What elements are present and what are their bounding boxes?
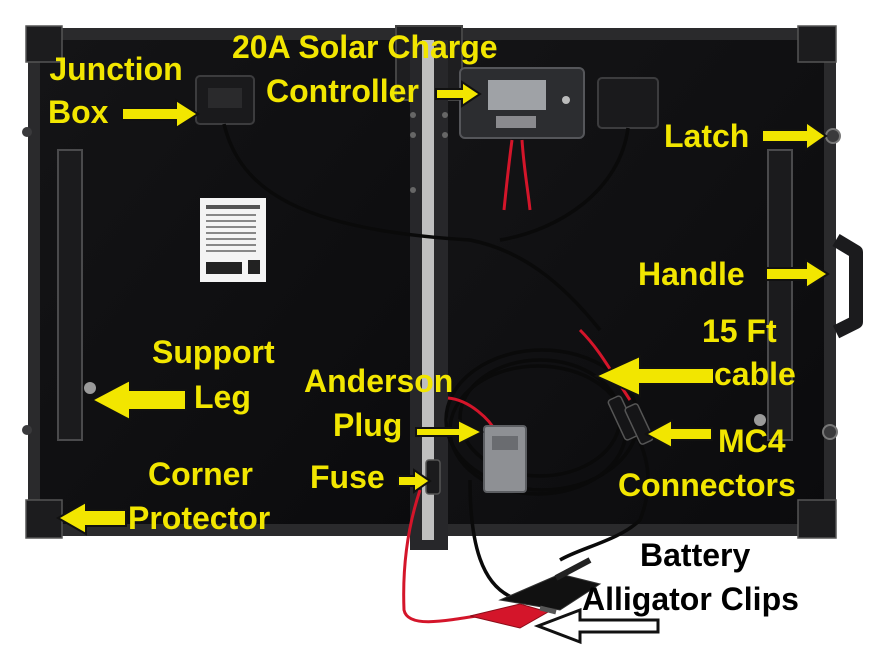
label-support-leg-line1: Support [152, 334, 275, 370]
label-controller-line1: 20A Solar Charge [232, 29, 498, 65]
label-mc4-line1: MC4 [718, 423, 786, 459]
label-anderson-plug-line2: Plug [333, 407, 403, 443]
arrow-junction-box [121, 98, 200, 130]
label-corner-protector-line2: Protector [128, 500, 271, 536]
label-anderson-plug-line1: Anderson [304, 363, 454, 399]
label-mc4-line2: Connectors [618, 467, 796, 503]
label-junction-box-2: Box [48, 94, 109, 130]
alligator-clip-red [469, 603, 557, 629]
arrow-handle [765, 258, 830, 290]
annotation-arrows [55, 80, 830, 536]
spec-label-sticker [200, 198, 266, 282]
label-junction-box-line1: Junction [49, 51, 183, 87]
junction-box-left [195, 75, 255, 125]
label-handle: Handle [638, 256, 745, 292]
label-latch: Latch [664, 118, 750, 154]
arrow-support-leg [89, 378, 187, 422]
arrow-cable [593, 354, 715, 398]
label-support-leg-line2: Leg [194, 379, 251, 415]
arrow-battery-clips [533, 607, 660, 645]
label-corner-protector-line1: Corner [148, 456, 253, 492]
junction-box-right [597, 77, 659, 129]
label-battery-clips-line2: Alligator Clips [582, 581, 799, 617]
black-cables [222, 123, 650, 602]
label-battery-clips-line1: Battery [640, 537, 751, 573]
arrow-corner-protector [55, 500, 127, 536]
arrow-controller [435, 80, 482, 108]
arrow-latch [761, 120, 828, 152]
alligator-clip-black [498, 557, 602, 611]
label-fuse: Fuse [310, 459, 385, 495]
corner-protectors [25, 25, 837, 539]
arrow-anderson-plug [415, 418, 485, 446]
support-leg-right [754, 149, 793, 441]
arrow-fuse [397, 468, 432, 494]
latch [22, 127, 841, 440]
fuse [425, 459, 441, 495]
label-controller-line2: Controller [266, 73, 419, 109]
label-cable-line1: 15 Ft [702, 313, 777, 349]
label-junction-box: Junction [36, 52, 196, 86]
support-leg-left [57, 149, 96, 441]
anderson-plug [483, 425, 527, 493]
carry-handle [832, 233, 863, 339]
label-cable-line2: cable [714, 356, 796, 392]
charge-controller [459, 67, 585, 139]
arrow-mc4 [643, 418, 713, 450]
